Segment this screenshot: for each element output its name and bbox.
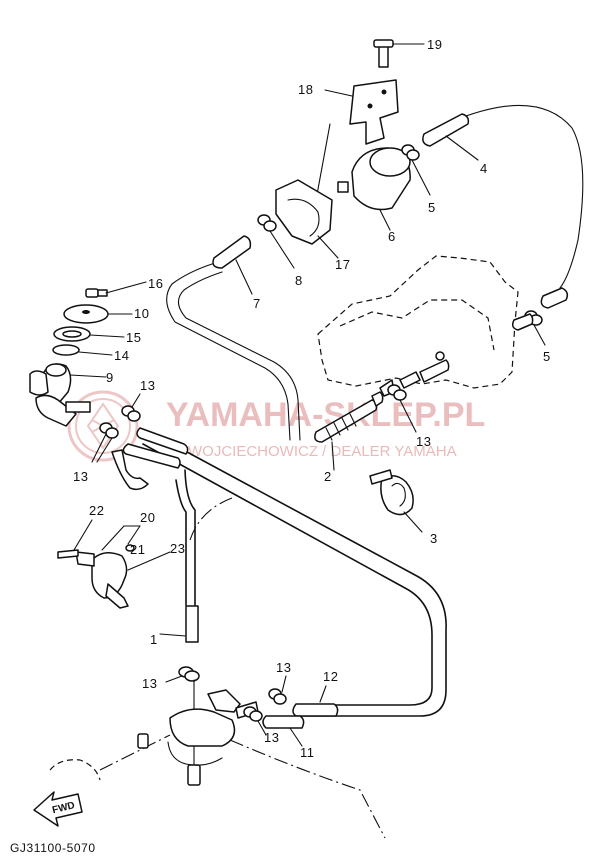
washer-14: [52, 344, 113, 356]
callout-9: 9: [106, 370, 114, 385]
callout-19: 19: [427, 37, 442, 52]
callout-15: 15: [126, 330, 141, 345]
cover-10: [63, 304, 133, 324]
fuel-cock-9: [29, 363, 107, 427]
callout-3: 3: [430, 531, 438, 546]
callout-13-lower-right: 13: [276, 660, 291, 675]
hose-4-loop: [465, 105, 584, 289]
gasket-15: [53, 326, 125, 342]
forward-arrow-icon: FWD: [33, 791, 83, 827]
callout-20: 20: [140, 510, 155, 525]
callout-7: 7: [253, 296, 261, 311]
screw-16: [85, 281, 147, 298]
hose-clip-13-lower-left: [165, 666, 200, 683]
callout-2: 2: [324, 469, 332, 484]
filter-holder-17: [275, 179, 339, 259]
hose-clip-13-lower-right: [268, 675, 287, 705]
callout-23: 23: [170, 541, 185, 556]
tank-fitting: [137, 689, 259, 766]
callout-16: 16: [148, 276, 163, 291]
callout-14: 14: [114, 348, 129, 363]
hose-11: [262, 715, 305, 747]
clamp-23: [127, 551, 171, 571]
callout-17: 17: [335, 257, 350, 272]
hose-clip-13-center: [387, 384, 417, 433]
hose-12: [292, 685, 339, 717]
engine-block-outline: [49, 255, 519, 839]
forward-arrow-label: FWD: [51, 800, 76, 816]
bracket-18: [315, 79, 399, 201]
callout-22: 22: [89, 503, 104, 518]
hose-1-fitting: [159, 605, 199, 643]
hose-clip-8: [257, 214, 295, 269]
callout-13-lower-mid: 13: [264, 730, 279, 745]
hose-clip-5: [401, 144, 431, 196]
callout-8: 8: [295, 273, 303, 288]
callout-10: 10: [134, 306, 149, 321]
return-hose-7: [166, 263, 301, 441]
hose-7: [212, 235, 253, 295]
callout-18: 18: [298, 82, 313, 97]
fuel-filter-6: [337, 147, 411, 231]
callout-13-lower-left: 13: [142, 676, 157, 691]
callout-4: 4: [480, 161, 488, 176]
drawing-code: GJ31100-5070: [10, 841, 96, 855]
short-hoses-left: [111, 427, 189, 491]
hose-4: [422, 113, 479, 161]
callout-5-lower: 5: [543, 349, 551, 364]
callout-labels: 19 18 4 5 6 17 8 7 16 10 15 14 9 13 13 5…: [73, 37, 551, 760]
watermark-subtitle: WOJCIECHOWICZ / DEALER YAMAHA: [188, 443, 457, 460]
callout-12: 12: [323, 669, 338, 684]
callout-13-center: 13: [416, 434, 431, 449]
callout-6: 6: [388, 229, 396, 244]
callout-13-left: 13: [73, 469, 88, 484]
fitting-2: [314, 391, 384, 471]
callout-11: 11: [300, 745, 315, 760]
screw-22: [57, 519, 93, 559]
hose-clip-13-upper-left: [121, 393, 141, 422]
callout-13-upper-left: 13: [140, 378, 155, 393]
bracket-assembly-20: [75, 525, 141, 609]
hose-clamp-3: [369, 469, 423, 533]
callout-5-upper: 5: [428, 200, 436, 215]
callout-21: 21: [130, 542, 145, 557]
hose-segment-upper-right: [511, 287, 569, 331]
watermark: YAMAHA-SKLEP.PL WOJCIECHOWICZ / DEALER Y…: [67, 390, 485, 462]
bolt-19: [373, 39, 425, 68]
hose-clip-13-lower-mid: [243, 706, 267, 736]
callout-1: 1: [150, 632, 158, 647]
hose-clip-13-left: [91, 422, 119, 463]
long-fuel-hose: [142, 431, 447, 717]
